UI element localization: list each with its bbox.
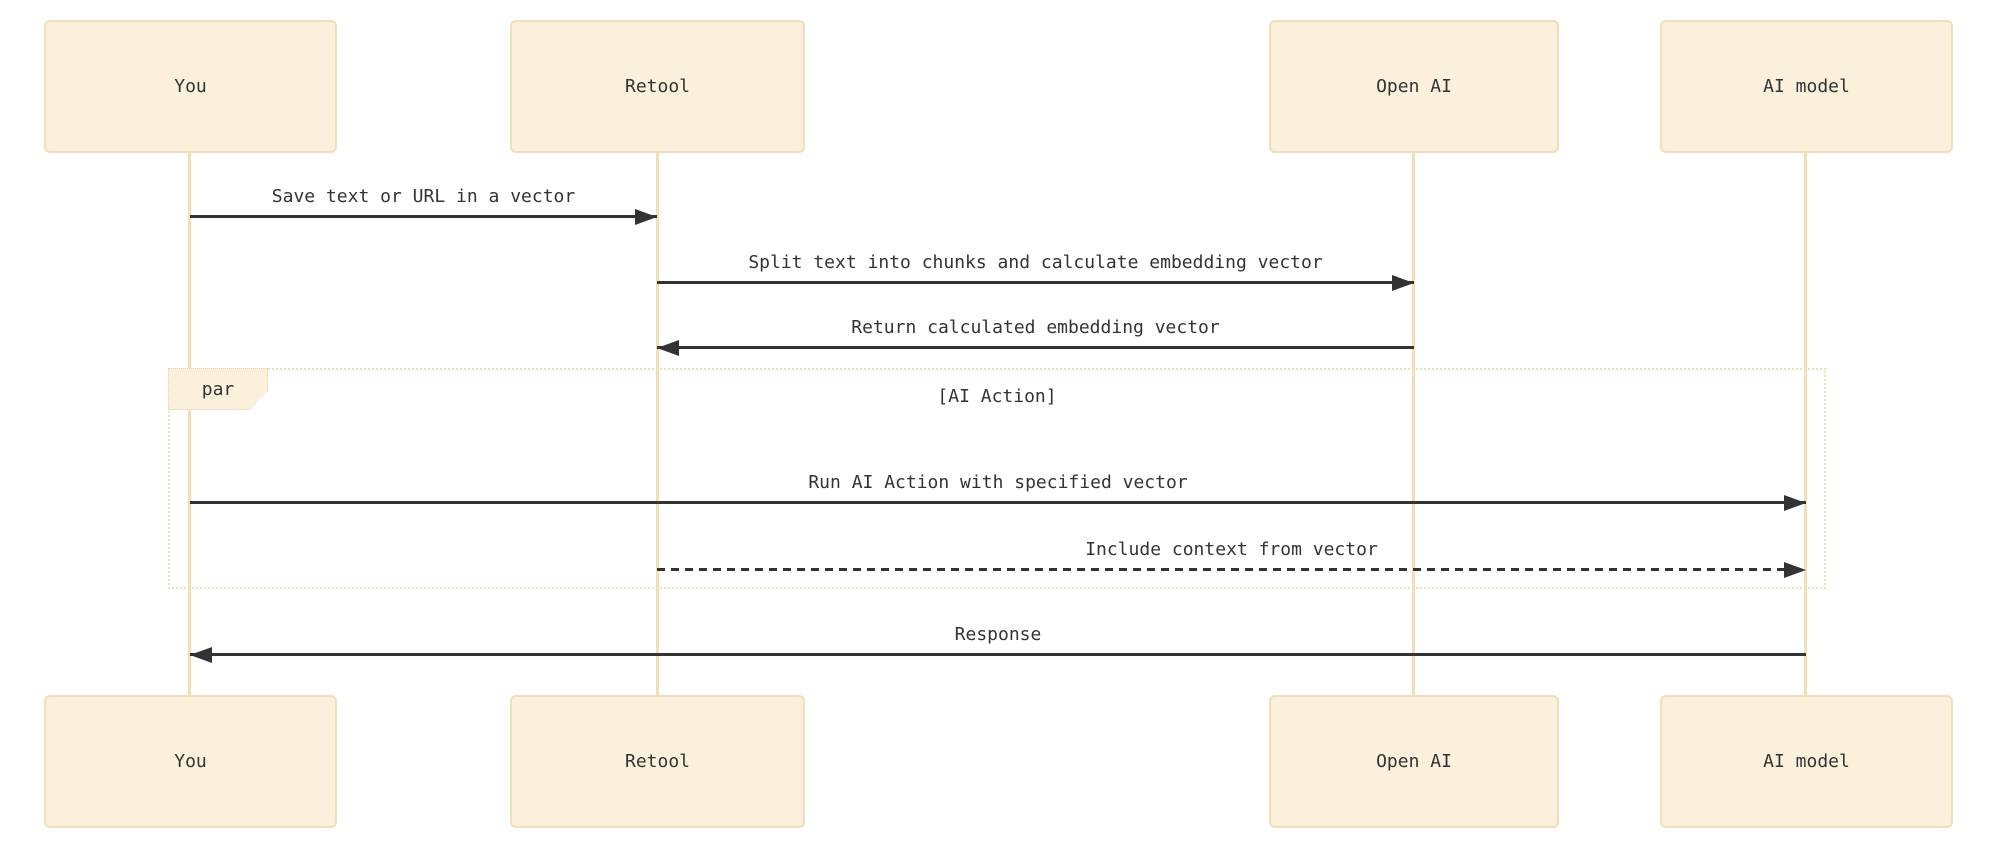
message-3-arrow-line (657, 346, 1414, 349)
lifeline-you (188, 153, 191, 695)
actor-bottom-openai-label: Open AI (1376, 751, 1452, 772)
actor-bottom-openai: Open AI (1269, 695, 1559, 828)
actor-top-you-label: You (174, 76, 207, 97)
actor-top-aimodel: AI model (1660, 20, 1953, 153)
message-5-label: Include context from vector (1085, 539, 1378, 560)
actor-bottom-retool: Retool (510, 695, 805, 828)
par-frame (168, 368, 1826, 589)
actor-top-openai-label: Open AI (1376, 76, 1452, 97)
actor-top-aimodel-label: AI model (1763, 76, 1850, 97)
actor-bottom-you: You (44, 695, 337, 828)
message-1-label: Save text or URL in a vector (271, 186, 576, 207)
message-6-arrow-line (190, 653, 1806, 656)
message-4-label: Run AI Action with specified vector (808, 472, 1188, 493)
par-condition-label: [AI Action] (937, 386, 1057, 407)
message-2-label: Split text into chunks and calculate emb… (748, 252, 1323, 273)
message-1-arrow-line (190, 215, 657, 218)
actor-top-retool: Retool (510, 20, 805, 153)
par-label: par (201, 378, 235, 400)
message-4-arrowhead-right-icon (1784, 495, 1806, 511)
actor-bottom-aimodel-label: AI model (1763, 751, 1850, 772)
message-5-arrowhead-right-icon (1784, 562, 1806, 578)
message-4-arrow-line (190, 501, 1806, 504)
actor-bottom-retool-label: Retool (624, 751, 691, 772)
message-5-arrow-line (657, 568, 1784, 571)
message-2-arrowhead-right-icon (1392, 275, 1414, 291)
actor-top-you: You (44, 20, 337, 153)
actor-bottom-aimodel: AI model (1660, 695, 1953, 828)
message-2-arrow-line (657, 281, 1414, 284)
actor-top-openai: Open AI (1269, 20, 1559, 153)
message-3-arrowhead-left-icon (657, 340, 679, 356)
message-6-label: Response (954, 624, 1042, 645)
lifeline-retool (656, 153, 659, 695)
par-label-tab: par (168, 368, 268, 410)
lifeline-openai (1412, 153, 1415, 695)
actor-bottom-you-label: You (174, 751, 207, 772)
actor-top-retool-label: Retool (624, 76, 691, 97)
message-6-arrowhead-left-icon (190, 647, 212, 663)
message-1-arrowhead-right-icon (635, 209, 657, 225)
message-3-label: Return calculated embedding vector (851, 317, 1220, 338)
lifeline-aimodel (1804, 153, 1807, 695)
